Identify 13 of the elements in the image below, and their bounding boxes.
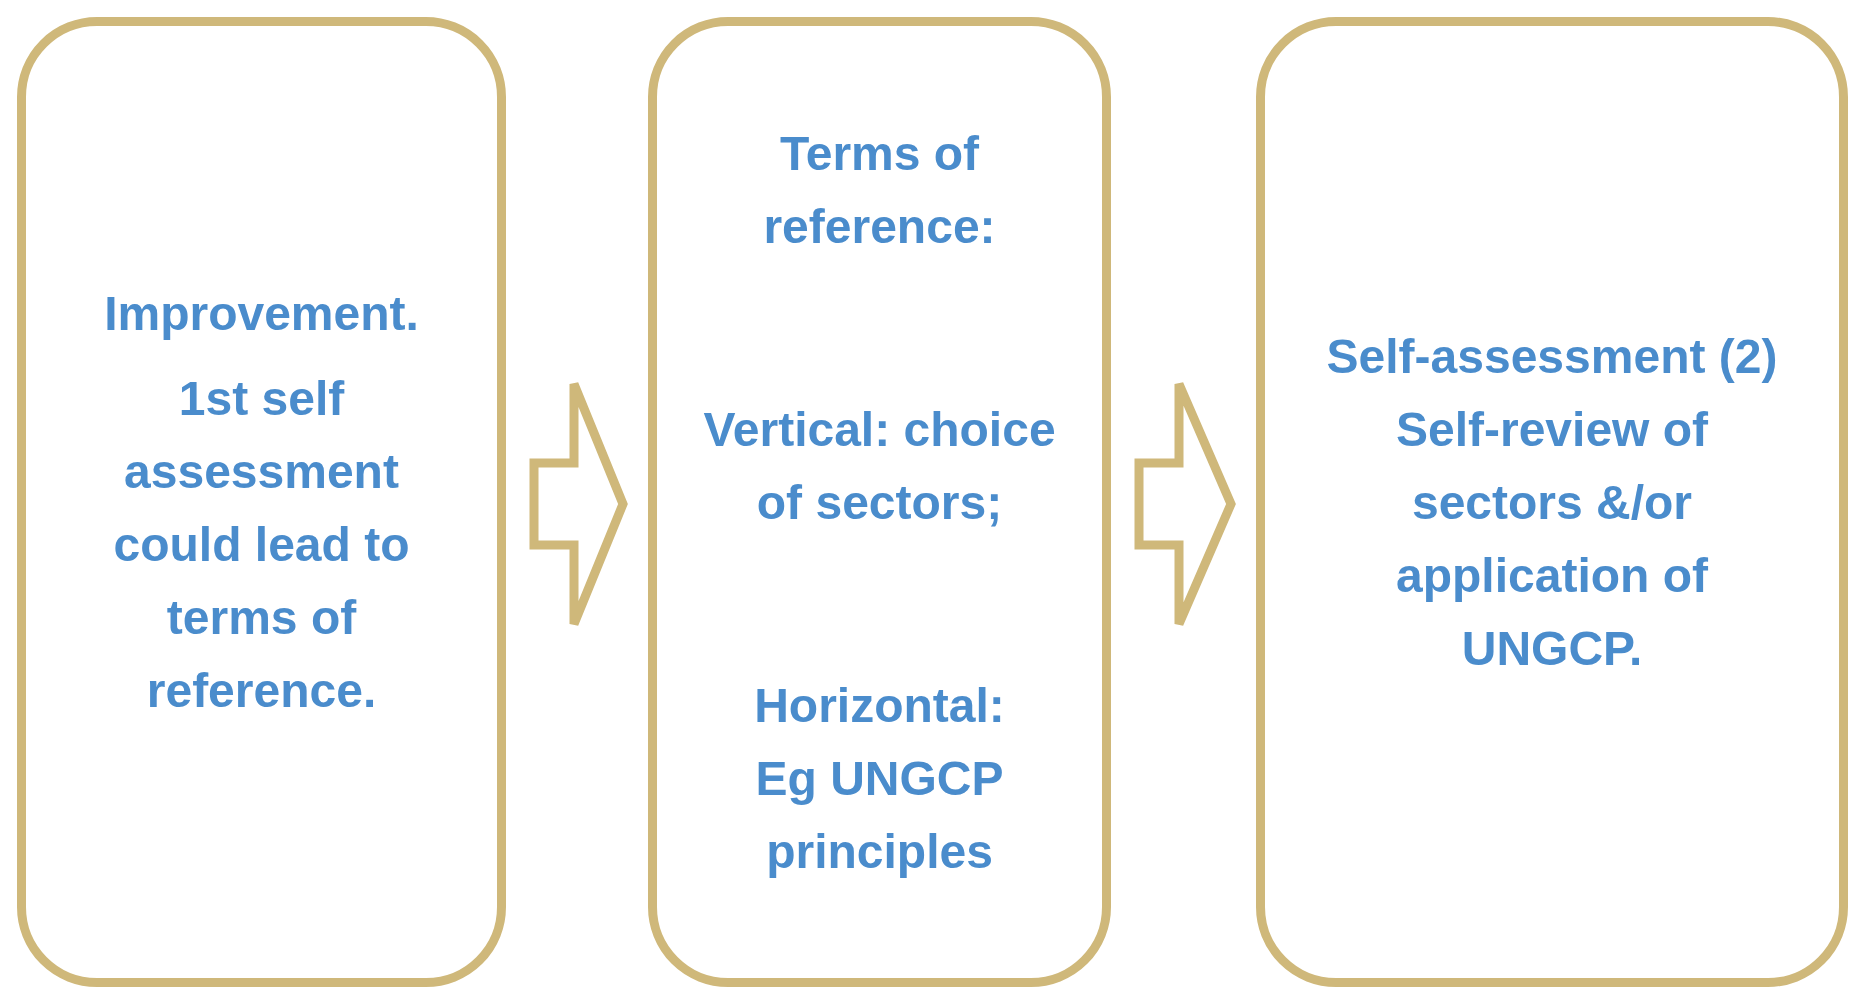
process-box <box>648 17 1111 987</box>
box-text: Self-assessment (2) <box>1326 328 1778 385</box>
box-text: Vertical: choice of sectors; <box>702 401 1057 531</box>
box-text: Horizontal: <box>754 677 1005 734</box>
process-box <box>17 17 506 987</box>
block-arrow <box>1134 379 1236 629</box>
box-text: Self-review of sectors &/or application of UNGCP. <box>1394 401 1710 677</box>
box-text: Eg UNGCP principles <box>754 750 1005 880</box>
process-box <box>1256 17 1848 987</box>
box-text: 1st self assessment could lead to terms of reference. <box>112 371 411 719</box>
block-arrow <box>529 379 628 629</box>
box-text: Terms of reference: <box>762 125 997 255</box>
box-text: Improvement. <box>104 286 419 342</box>
